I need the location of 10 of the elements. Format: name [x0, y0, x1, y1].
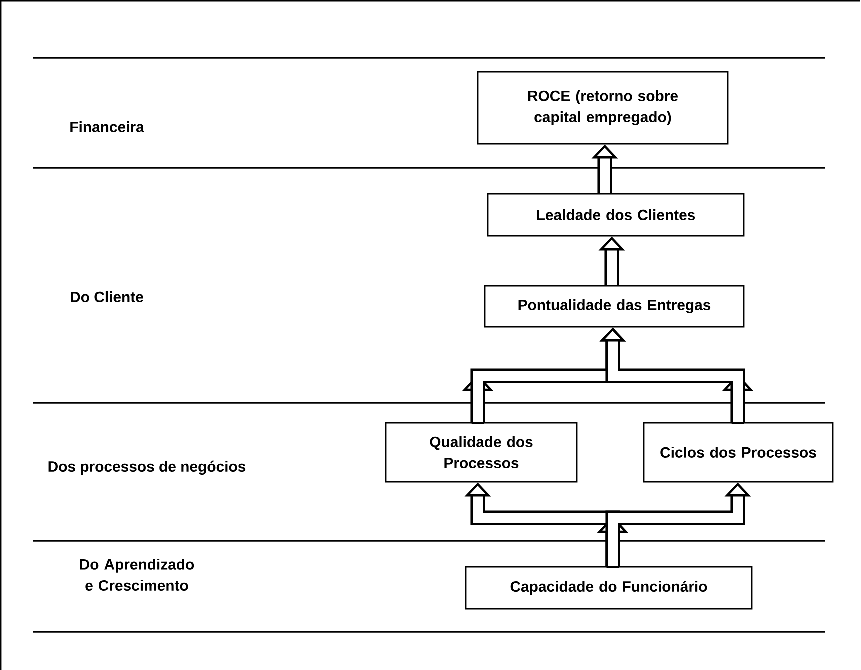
process-box: ROCE (retorno sobre capital empregado) [477, 71, 729, 145]
process-box: Qualidade dos Processos [385, 422, 578, 483]
row-label: Do Cliente [71, 292, 144, 302]
row-label: Financeira [70, 122, 144, 132]
process-box: Capacidade do Funcionário [465, 566, 753, 610]
row-label: Dos processos de negócios [48, 460, 246, 476]
process-box: Pontualidade das Entregas [484, 285, 745, 328]
process-box: Lealdade dos Clientes [487, 193, 745, 237]
row-label: Do Aprendizado e Crescimento [80, 558, 194, 592]
process-box: Ciclos dos Processos [643, 422, 834, 483]
